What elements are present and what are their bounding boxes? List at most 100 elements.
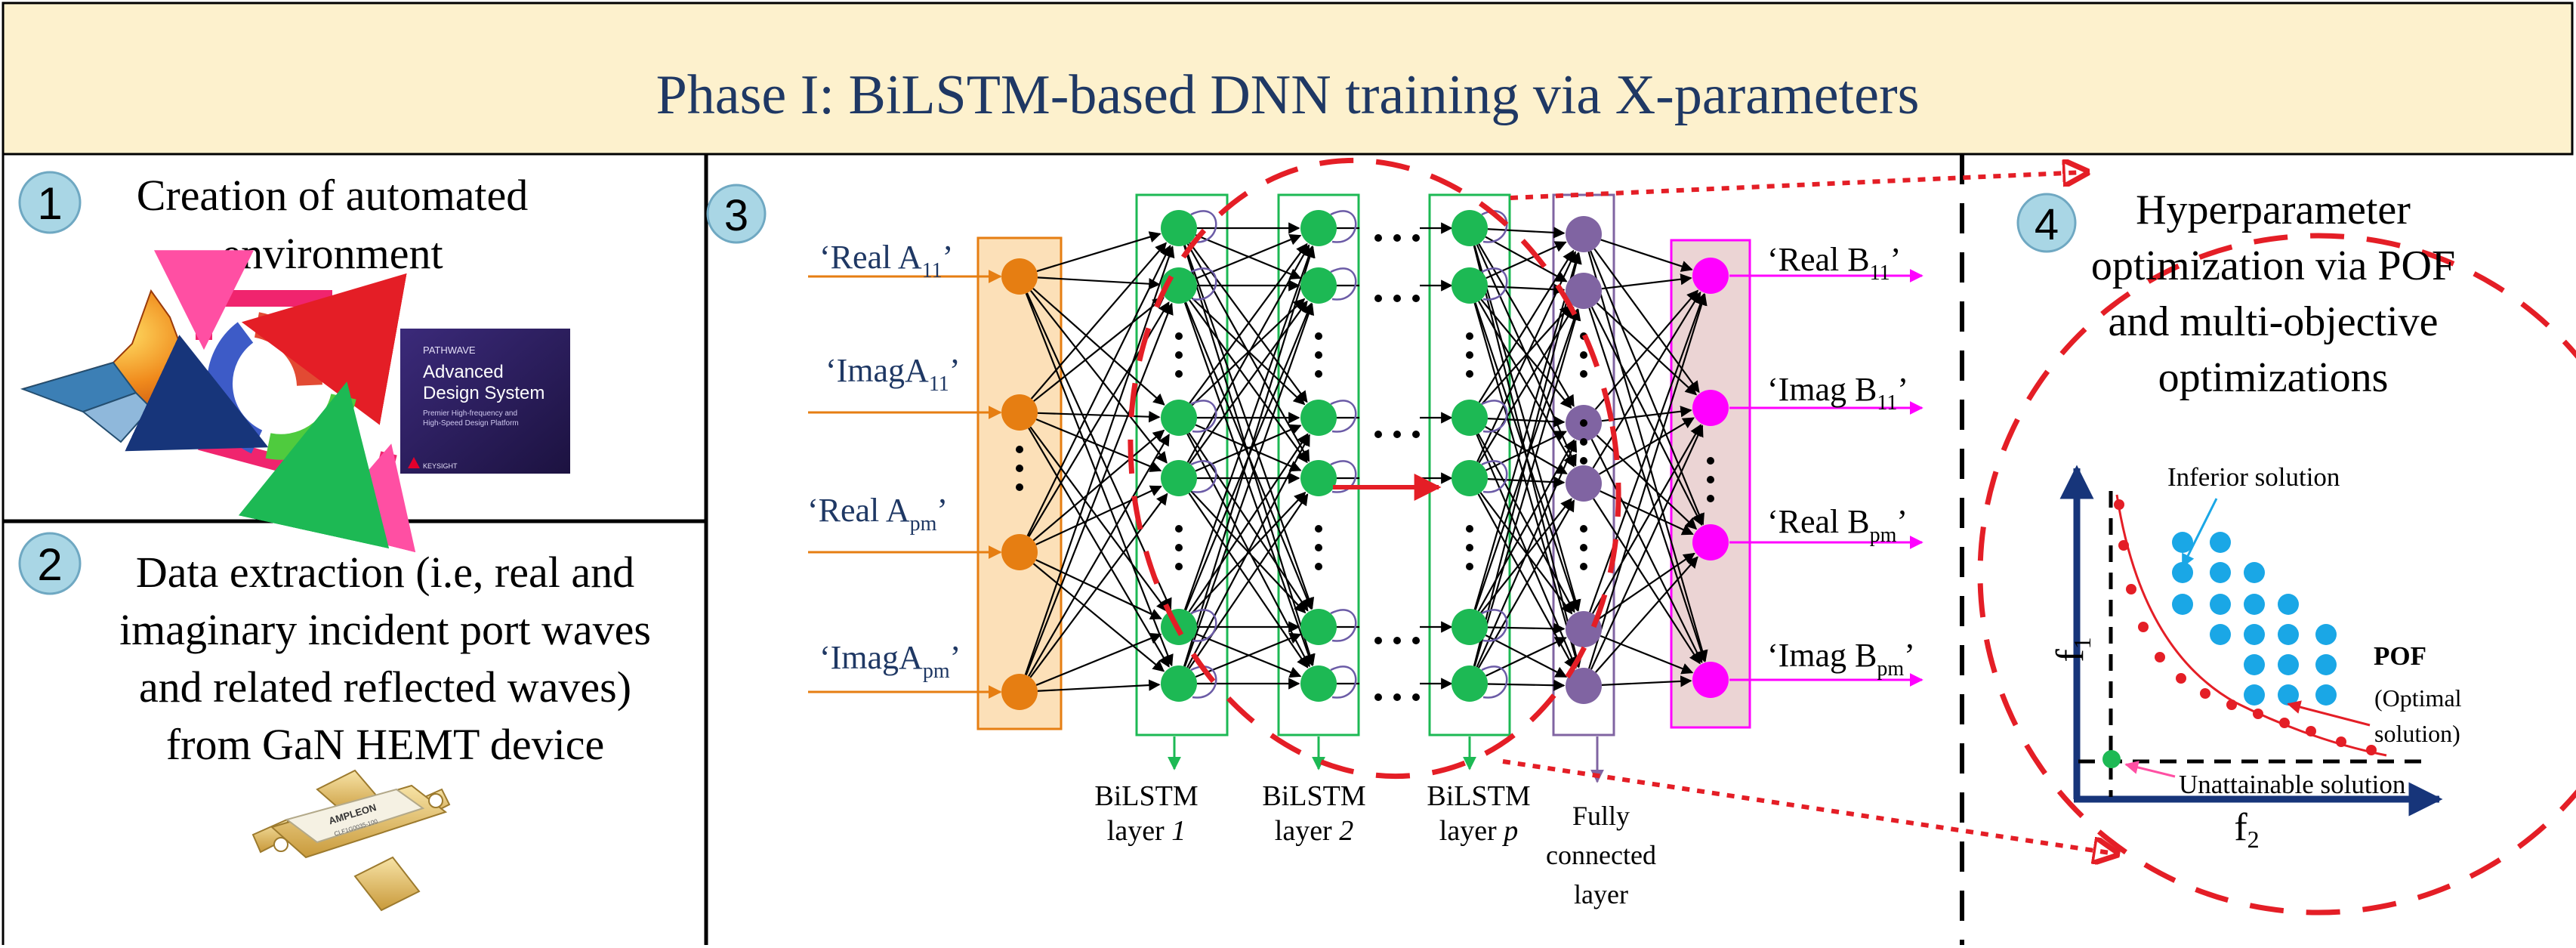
bilstm-node xyxy=(1452,609,1488,645)
connection-edge xyxy=(1478,249,1575,403)
connection-edge xyxy=(1485,236,1568,283)
connection-edge xyxy=(1029,426,1168,613)
pareto-front-curve xyxy=(2115,494,2387,757)
connection-edge xyxy=(1487,415,1566,428)
connection-edge xyxy=(1600,239,1693,272)
connection-edge xyxy=(1183,245,1316,667)
inferior-points xyxy=(2172,532,2337,706)
connection-edge xyxy=(1485,431,1567,471)
step-2-line-2: imaginary incident port waves xyxy=(119,605,651,654)
output-label: ‘Imag B11’ xyxy=(1767,371,1908,415)
recurrent-loop xyxy=(1481,267,1508,301)
recurrent-loop xyxy=(1330,460,1357,493)
ads-subtitle-line-1: Premier High-frequency and xyxy=(423,409,517,418)
output-node xyxy=(1692,390,1729,426)
nodes xyxy=(1001,210,1729,710)
step-3-number: 3 xyxy=(724,191,748,240)
inferior-point xyxy=(2278,624,2299,645)
connection-edge xyxy=(1590,425,1704,670)
connection-edge xyxy=(1026,244,1171,536)
inferior-point xyxy=(2315,684,2337,706)
recurrent-loop xyxy=(1190,609,1217,642)
connection-edge xyxy=(1035,485,1162,545)
input-node xyxy=(1001,534,1038,570)
connection-edge xyxy=(1487,283,1566,295)
inferior-point xyxy=(2210,594,2231,615)
unattainable-solution-label: Unattainable solution xyxy=(2179,770,2405,799)
connection-edge xyxy=(1487,679,1566,691)
step-2-line-3: and related reflected waves) xyxy=(139,662,631,712)
recurrent-loop xyxy=(1330,267,1357,301)
recurrent-loop xyxy=(1190,460,1217,493)
pof-pointer xyxy=(2287,700,2371,727)
step-1-line-2: environment xyxy=(221,229,443,278)
ads-vendor: KEYSIGHT xyxy=(423,462,458,470)
output-label: ‘Imag Bpm’ xyxy=(1767,637,1915,681)
connection-edge xyxy=(1476,440,1578,668)
bilstm-node xyxy=(1300,460,1337,496)
step-4-number: 4 xyxy=(2035,200,2059,249)
fc-node xyxy=(1566,216,1602,252)
bilstm-node xyxy=(1452,210,1488,246)
connection-edge xyxy=(1590,250,1704,526)
connection-edge xyxy=(1598,552,1695,620)
layer-1-caption-line-2: layer 1 xyxy=(1107,815,1186,847)
connection-edge xyxy=(1029,493,1168,678)
inferior-solution-label: Inferior solution xyxy=(2167,462,2340,492)
inferior-point xyxy=(2278,684,2299,706)
inferior-point xyxy=(2315,654,2337,675)
connection-edge xyxy=(1595,556,1698,673)
connection-edge xyxy=(1037,410,1161,423)
inferior-point xyxy=(2244,594,2265,615)
connection-edge xyxy=(1588,293,1708,669)
layer-p-caption-line-1: BiLSTM xyxy=(1427,780,1530,812)
input-label: ‘ImagA11’ xyxy=(825,352,960,396)
inferior-point xyxy=(2210,562,2231,583)
section-automation: Creation of automated environment PATHWA… xyxy=(20,171,570,553)
layer-2-caption-line-2: layer 2 xyxy=(1275,815,1353,847)
matlab-logo-icon xyxy=(20,289,221,443)
connection-edge xyxy=(1593,498,1701,665)
fc-node xyxy=(1566,611,1602,647)
step-4-badge: 4 xyxy=(2016,193,2077,253)
pareto-point xyxy=(2200,688,2210,699)
connection-edge xyxy=(1594,289,1699,410)
ads-title-line-2: Design System xyxy=(423,383,545,403)
connection-edge xyxy=(1028,434,1170,677)
connection-edge xyxy=(1191,298,1306,406)
bilstm-node xyxy=(1300,665,1337,702)
connection-edge xyxy=(1588,307,1707,662)
dots-input xyxy=(1016,446,1023,491)
dots-bilstmp xyxy=(1466,332,1473,570)
connection-edge xyxy=(1035,559,1162,620)
bilstm-layer-1-box xyxy=(1135,193,1229,736)
pareto-point xyxy=(2336,736,2346,747)
inferior-pointer xyxy=(2181,498,2218,568)
connection-edge xyxy=(1487,622,1566,635)
layer-p-caption-line-2: layer p xyxy=(1439,815,1518,847)
connections xyxy=(808,222,1924,699)
connection-edge xyxy=(1186,434,1310,669)
pareto-point xyxy=(2176,673,2186,684)
connection-edge xyxy=(1188,493,1309,669)
pareto-point xyxy=(2366,745,2377,755)
connection-edge xyxy=(1189,242,1308,404)
bilstm-node xyxy=(1452,665,1488,702)
step-2-line-4: from GaN HEMT device xyxy=(166,720,604,769)
connection-edge xyxy=(1473,252,1581,610)
input-node xyxy=(1001,258,1038,295)
bilstm-node xyxy=(1300,609,1337,645)
input-node xyxy=(1001,674,1038,710)
ellipsis-marks xyxy=(1016,234,1714,701)
connection-edge xyxy=(1485,637,1567,677)
step-4-line-4: optimizations xyxy=(2158,354,2389,401)
connection-edge xyxy=(1601,406,1692,422)
connection-edge xyxy=(1032,429,1165,542)
inferior-point xyxy=(2278,654,2299,675)
refresh-icon xyxy=(125,273,407,549)
input-label: ‘Real A11’ xyxy=(819,239,953,283)
output-node xyxy=(1692,258,1729,294)
section-optimization: Hyperparameter optimization via POF and … xyxy=(1977,187,2576,916)
step-4-line-3: and multi-objective xyxy=(2109,298,2439,345)
